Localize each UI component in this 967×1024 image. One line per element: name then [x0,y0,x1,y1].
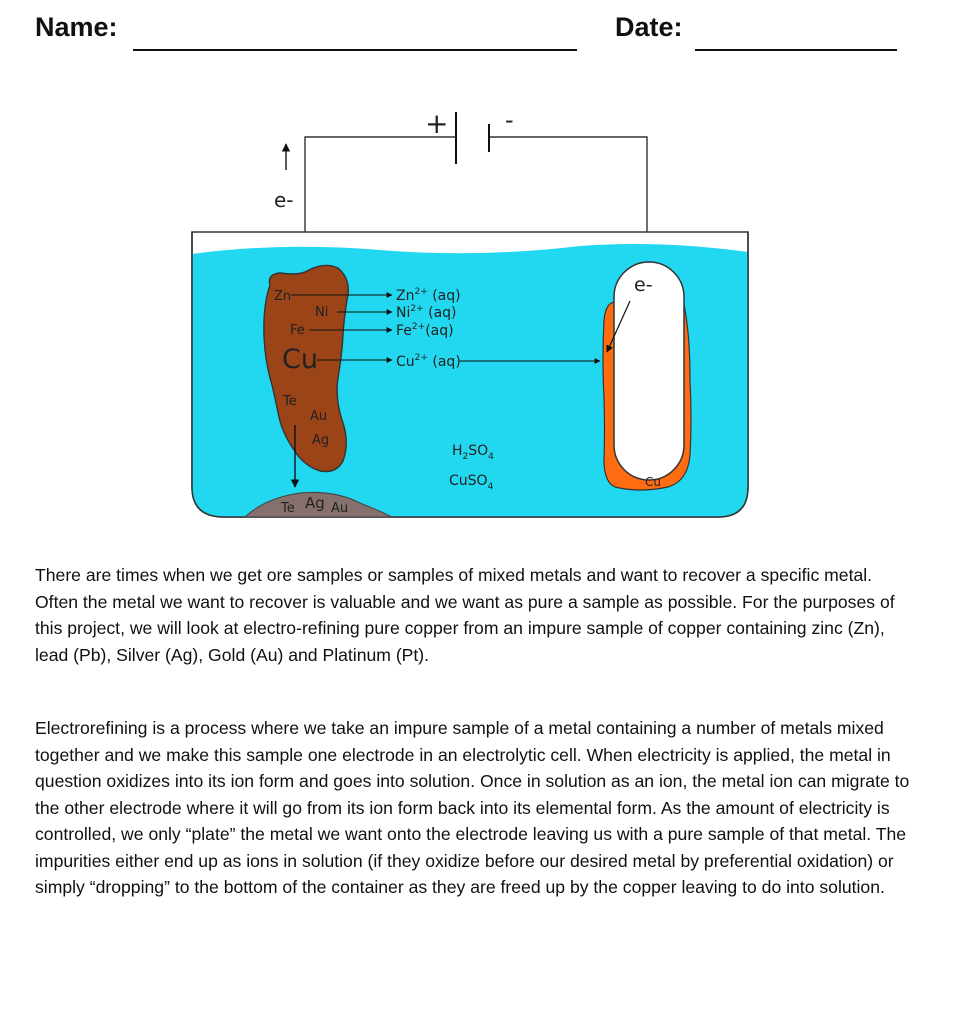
anode-label-ag: Ag [312,433,329,448]
electron-label-left: e- [274,188,294,212]
ion-label-zn: Zn2+ (aq) [396,287,461,304]
name-label: Name: [35,12,118,42]
electrolyte-label-cuso4: CuSO4 [449,473,494,492]
anode-label-fe: Fe [290,323,305,338]
pure-copper-cathode [613,261,685,481]
ion-label-fe: Fe2+(aq) [396,322,454,339]
anode-label-cu: Cu [282,344,318,375]
intro-paragraph: There are times when we get ore samples … [35,565,895,665]
cathode-electron-arrow [606,300,631,353]
electron-label-right: e- [634,274,653,296]
battery-icon [455,112,490,164]
cathode-label-cu: Cu [645,475,661,489]
date-label: Date: [615,12,683,42]
battery-plus-label: + [425,107,448,140]
electrolyte-label-h2so4: H2SO4 [452,443,494,462]
anode-sediment [243,492,393,518]
sediment-label-ag: Ag [305,494,325,512]
sediment-label-au: Au [331,501,348,516]
anode-label-ni: Ni [315,305,328,320]
date-field-line[interactable] [695,49,897,51]
right-wire [490,136,648,262]
worksheet-header: Name: Date: [35,12,935,52]
electrorefining-paragraph: Electrorefining is a process where we ta… [35,718,910,897]
left-wire [304,136,455,262]
sediment-label-te: Te [280,501,295,516]
electrorefining-diagram: + - e- Te Ag Au Zn Ni Fe Cu Te Au Ag Zn2… [191,106,749,518]
anode-label-au: Au [310,409,327,424]
ion-label-cu: Cu2+ (aq) [396,353,461,370]
impure-copper-anode [263,264,350,473]
battery-minus-label: - [505,106,514,134]
name-field-line[interactable] [133,49,577,51]
ion-label-ni: Ni2+ (aq) [396,304,457,321]
anode-label-zn: Zn [274,289,291,304]
anode-label-te: Te [282,394,297,409]
